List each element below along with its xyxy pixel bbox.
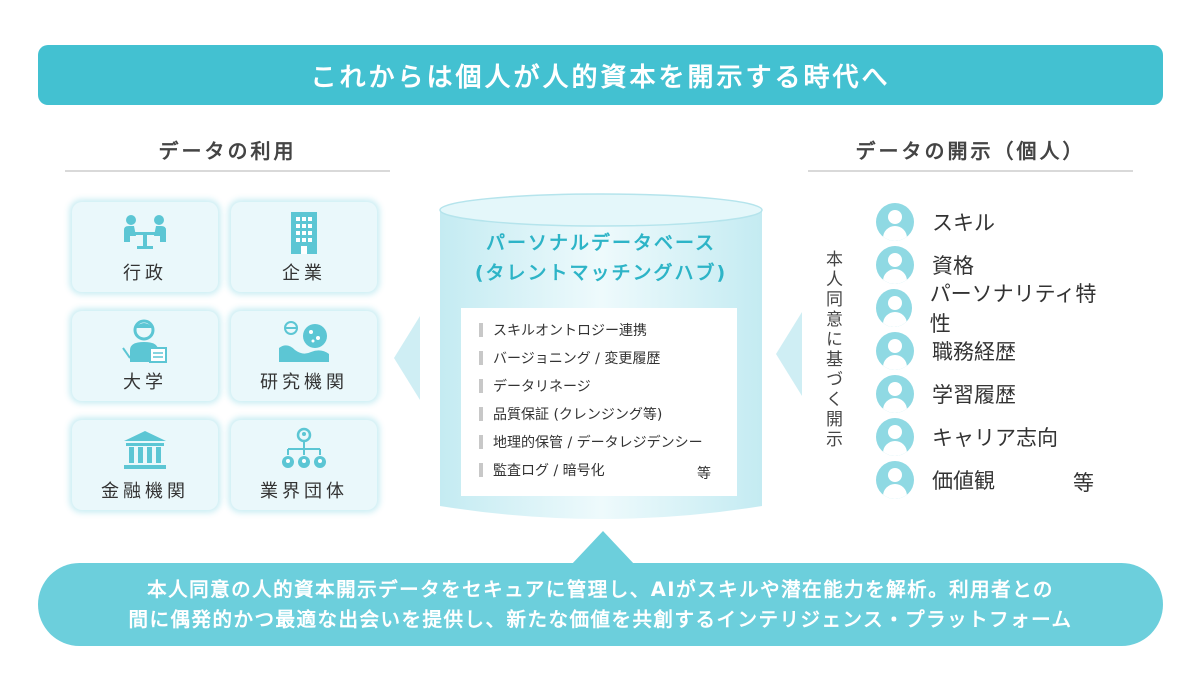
tile-industry-group: 業界団体	[231, 420, 377, 510]
list-item: 職務経歴	[876, 329, 1106, 372]
tile-label: 研究機関	[260, 372, 348, 393]
tile-label: 行政	[123, 263, 167, 284]
user-avatar-icon	[876, 288, 912, 327]
bubble-pointer	[571, 531, 635, 565]
list-suffix: 等	[697, 466, 711, 482]
tile-administration: 行政	[72, 202, 218, 292]
list-item: キャリア志向	[876, 415, 1106, 458]
consent-vertical-label: 本人同意に基づく開示	[822, 250, 842, 450]
flow-arrow-right	[776, 312, 802, 396]
tile-label: 企業	[282, 263, 326, 284]
tile-financial: 金融機関	[72, 420, 218, 510]
summary-line1: 本人同意の人的資本開示データをセキュアに管理し、AIがスキルや潜在能力を解析。利…	[147, 577, 1054, 601]
database-feature-list: スキルオントロジー連携 バージョニング / 変更履歴 データリネージ 品質保証 …	[461, 308, 737, 496]
list-item: バージョニング / 変更履歴	[479, 344, 737, 372]
personal-data-list: スキル 資格 パーソナリティ特性 職務経歴 学習履歴 キャリア志向 価値観	[876, 200, 1106, 501]
database-title: パーソナルデータベース (タレントマッチングハブ)	[438, 228, 764, 288]
right-section-title: データの開示（個人）	[855, 139, 1086, 163]
list-item: スキル	[876, 200, 1106, 243]
tile-label: 業界団体	[260, 481, 348, 502]
list-item: 監査ログ / 暗号化	[479, 456, 737, 484]
summary-line2: 間に偶発的かつ最適な出会いを提供し、新たな価値を共創するインテリジェンス・プラッ…	[128, 607, 1073, 631]
tile-label: 大学	[123, 372, 167, 393]
user-avatar-icon	[876, 460, 914, 499]
bank-icon	[122, 427, 168, 473]
research-globe-icon	[277, 318, 331, 364]
header-banner: これからは個人が人的資本を開示する時代へ	[38, 45, 1163, 105]
list-item: データリネージ	[479, 372, 737, 400]
building-icon	[287, 209, 321, 255]
left-section-title: データの利用	[158, 139, 297, 163]
tile-university: 大学	[72, 311, 218, 401]
right-divider	[808, 170, 1133, 172]
list-item: 学習履歴	[876, 372, 1106, 415]
list-item: 価値観	[876, 458, 1106, 501]
user-avatar-icon	[876, 202, 914, 241]
user-avatar-icon	[876, 245, 914, 284]
list-item: 地理的保管 / データレジデンシー	[479, 428, 737, 456]
org-chart-icon	[279, 427, 329, 473]
user-avatar-icon	[876, 417, 914, 456]
user-avatar-icon	[876, 331, 914, 370]
database-title-line2: (タレントマッチングハブ)	[474, 262, 728, 284]
summary-bubble: 本人同意の人的資本開示データをセキュアに管理し、AIがスキルや潜在能力を解析。利…	[38, 563, 1163, 646]
user-avatar-icon	[876, 374, 914, 413]
tile-company: 企業	[231, 202, 377, 292]
flow-arrow-left	[394, 316, 420, 400]
tile-research: 研究機関	[231, 311, 377, 401]
list-item: スキルオントロジー連携	[479, 316, 737, 344]
database-title-line1: パーソナルデータベース	[485, 232, 717, 254]
banner-title: これからは個人が人的資本を開示する時代へ	[310, 62, 891, 93]
tile-label: 金融機関	[101, 481, 189, 502]
student-icon	[120, 318, 170, 364]
left-divider	[65, 170, 390, 172]
personal-data-suffix: 等	[1073, 471, 1094, 495]
list-item: パーソナリティ特性	[876, 282, 1106, 336]
meeting-people-icon	[120, 209, 170, 255]
list-item: 資格	[876, 243, 1106, 286]
list-item: 品質保証 (クレンジング等)	[479, 400, 737, 428]
